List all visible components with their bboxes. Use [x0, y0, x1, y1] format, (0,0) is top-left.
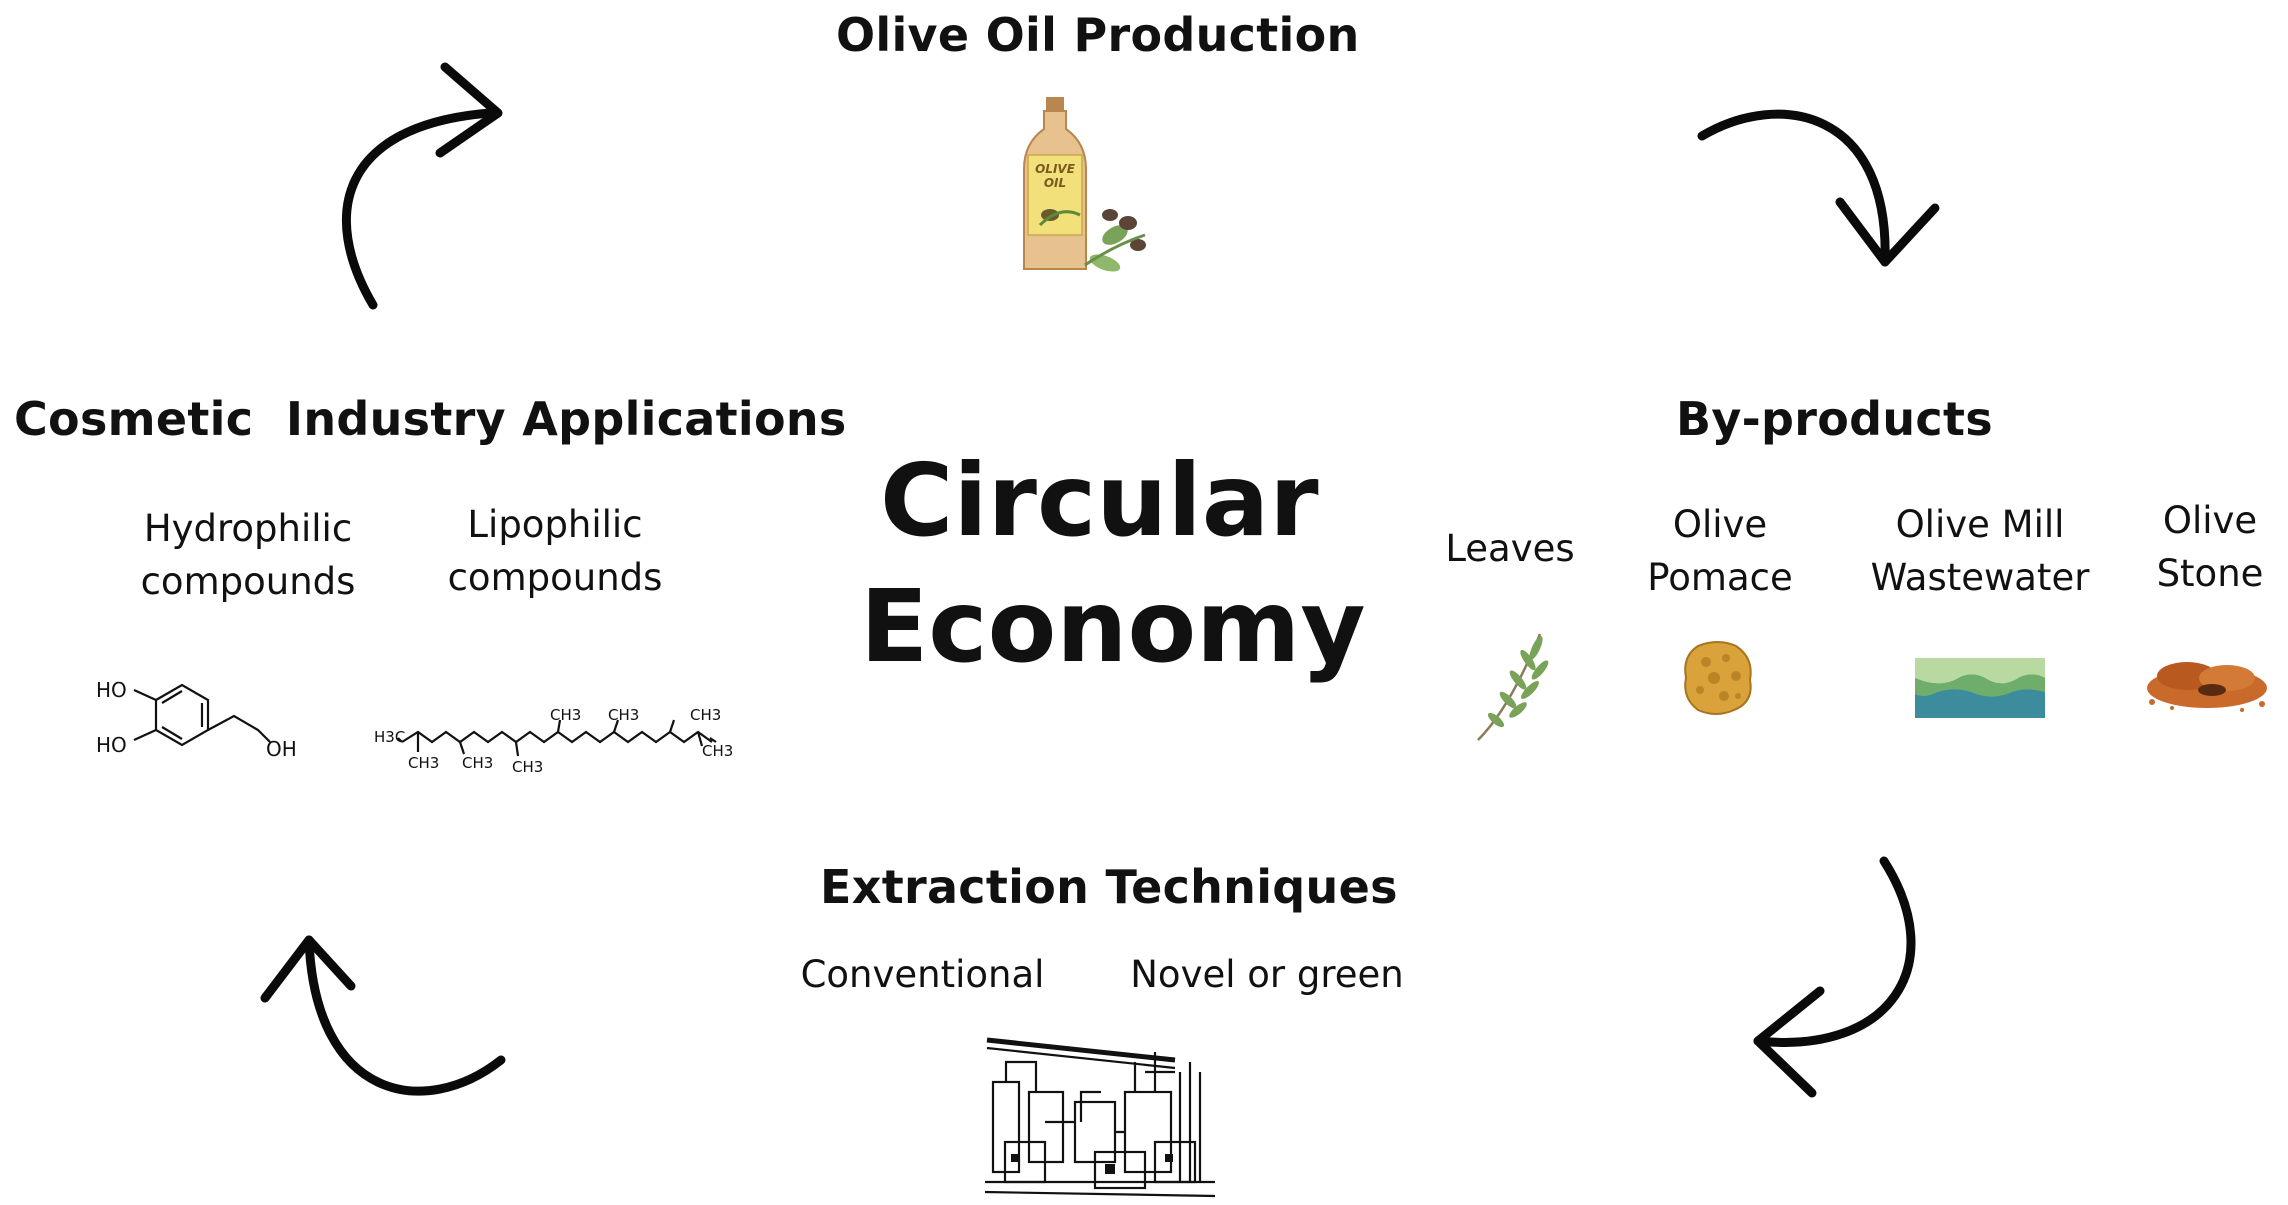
lipophilic-label-line-2: compounds [447, 556, 663, 599]
chem-ch3-7: CH3 [702, 742, 733, 760]
cosmetic-applications-title: Cosmetic Industry Applications [14, 392, 847, 446]
hydroxytyrosol-structure: HO HO OH [96, 678, 297, 761]
olive-oil-production-title: Olive Oil Production [836, 8, 1360, 62]
chem-ho-top: HO [96, 678, 127, 702]
hydrophilic-label-line-1: Hydrophilic [143, 507, 353, 550]
arrow-top-right-icon [1697, 109, 1940, 267]
by-products-title: By-products [1676, 392, 1993, 446]
arrow-bottom-right-icon [1753, 856, 1916, 1098]
byproduct-label-leaves-line: Leaves [1445, 527, 1575, 570]
chem-ch3-3: CH3 [512, 758, 543, 776]
byproduct-label-wastewater: Olive Mill Wastewater [1845, 498, 2115, 604]
byproduct-label-pomace-line-1: Olive [1672, 503, 1768, 546]
center-title-line-2: Economy [860, 568, 1366, 685]
byproduct-label-wastewater-line-1: Olive Mill [1895, 503, 2065, 546]
chem-ch3-5: CH3 [608, 706, 639, 724]
center-title-line-1: Circular [880, 442, 1319, 559]
chem-ch3-1: CH3 [408, 754, 439, 772]
lipophilic-label-line-1: Lipophilic [467, 503, 643, 546]
squalene-structure: H3C CH3 CH3 CH3 CH3 CH3 CH3 CH3 [374, 706, 733, 776]
chem-ch3-4: CH3 [550, 706, 581, 724]
lipophilic-compounds-label: Lipophilic compounds [425, 498, 685, 604]
hydrophilic-compounds-label: Hydrophilic compounds [118, 502, 378, 608]
method-novel-or-green: Novel or green [1130, 953, 1404, 996]
chem-h3c: H3C [374, 728, 405, 746]
olive-oil-bottle-icon: OLIVE OIL [1023, 97, 1146, 272]
bottle-label-1: OLIVE [1035, 162, 1076, 176]
method-conventional: Conventional [800, 953, 1045, 996]
arrow-top-left-icon [341, 62, 503, 310]
bottle-label-2: OIL [1044, 176, 1066, 190]
byproduct-label-stone-line-2: Stone [2156, 552, 2264, 595]
byproduct-label-stone-line-1: Olive [2162, 499, 2258, 542]
byproduct-label-wastewater-line-2: Wastewater [1870, 556, 2090, 599]
hydrophilic-label-line-2: compounds [140, 560, 356, 603]
byproduct-label-leaves: Leaves [1430, 522, 1590, 575]
chem-oh: OH [266, 737, 297, 761]
olive-leaves-icon [1477, 633, 1549, 741]
wastewater-icon [1915, 658, 2045, 718]
extraction-plant-icon [984, 1037, 1216, 1198]
arrow-bottom-left-icon [260, 935, 506, 1096]
chem-ho-bottom: HO [96, 733, 127, 757]
byproduct-label-stone: Olive Stone [2130, 494, 2288, 600]
olive-pomace-icon [1684, 641, 1752, 715]
chem-ch3-6: CH3 [690, 706, 721, 724]
byproduct-label-pomace-line-2: Pomace [1647, 556, 1793, 599]
extraction-techniques-title: Extraction Techniques [820, 860, 1398, 914]
chem-ch3-2: CH3 [462, 754, 493, 772]
olive-stone-icon [2147, 662, 2267, 712]
byproduct-label-pomace: Olive Pomace [1620, 498, 1820, 604]
